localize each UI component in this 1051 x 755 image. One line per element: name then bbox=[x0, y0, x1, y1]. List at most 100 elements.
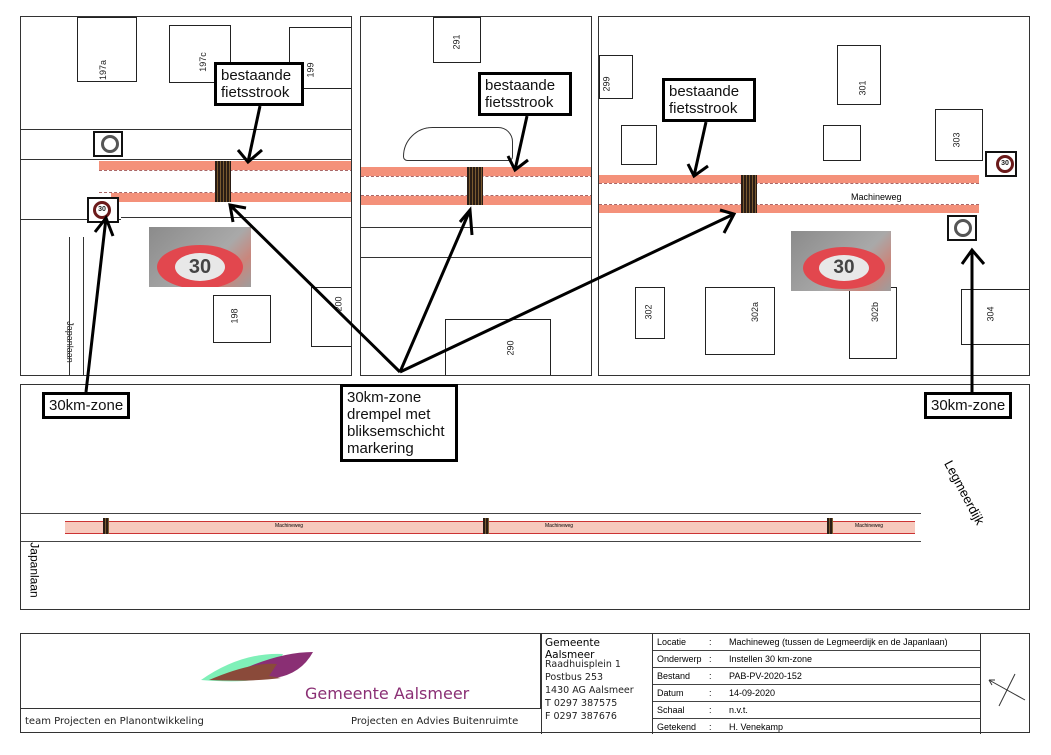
house-number: 299 bbox=[601, 76, 612, 92]
callout-line: markering bbox=[347, 440, 414, 457]
address-line: T 0297 387575 bbox=[545, 698, 618, 709]
street-name-legmeerdijk: Legmeerdijk bbox=[941, 457, 988, 528]
field-value: PAB-PV-2020-152 bbox=[729, 671, 802, 681]
marking-number: 30 bbox=[819, 255, 869, 281]
title-block: Gemeente Aalsmeer team Projecten en Plan… bbox=[20, 633, 1030, 734]
building bbox=[621, 125, 657, 165]
house-number: 303 bbox=[951, 132, 962, 148]
speed-sign-icon bbox=[101, 135, 119, 153]
field-label: Datum bbox=[657, 688, 684, 698]
field-sep: : bbox=[709, 705, 712, 715]
detail-panel-legmeerdijk: 299 301 303 Machineweg 30 30 302 302a 30… bbox=[598, 16, 1030, 376]
speed-bump bbox=[103, 518, 109, 534]
field-sep: : bbox=[709, 671, 712, 681]
building bbox=[823, 125, 861, 161]
address-lines: Raadhuisplein 1 Postbus 253 1430 AG Aals… bbox=[545, 658, 634, 723]
callout-fietsstrook-mid: bestaande fietsstrook bbox=[478, 72, 572, 116]
field-sep: : bbox=[709, 688, 712, 698]
callout-line: 30km-zone bbox=[347, 389, 422, 406]
building bbox=[77, 17, 137, 82]
field-value: Instellen 30 km-zone bbox=[729, 654, 813, 664]
speed-marking-photo: 30 bbox=[791, 231, 891, 291]
address-line: Raadhuisplein 1 bbox=[545, 659, 621, 670]
bike-lane-south bbox=[599, 205, 979, 213]
speed-sign-icon: 30 bbox=[93, 201, 111, 219]
house-number: 200 bbox=[333, 296, 344, 312]
sidewalk-line bbox=[21, 541, 921, 542]
field-label: Onderwerp bbox=[657, 654, 702, 664]
address-line: 1430 AG Aalsmeer bbox=[545, 685, 634, 696]
speed-bump bbox=[741, 175, 757, 213]
speed-bump bbox=[467, 167, 483, 205]
document-fields: Locatie: Machineweg (tussen de Legmeerdij… bbox=[653, 634, 981, 734]
address-line: Postbus 253 bbox=[545, 672, 604, 683]
callout-drempel: 30km-zone drempel met bliksemschicht mar… bbox=[340, 384, 458, 462]
house-number: 197c bbox=[197, 52, 208, 72]
sidewalk-line bbox=[361, 257, 591, 258]
building bbox=[311, 287, 351, 347]
field-value: n.v.t. bbox=[729, 705, 748, 715]
speed-sign-icon bbox=[954, 219, 972, 237]
north-arrow-icon bbox=[988, 673, 1026, 707]
street-name-machineweg: Machineweg bbox=[275, 523, 304, 529]
department-name: Projecten en Advies Buitenruimte bbox=[351, 716, 519, 727]
field-row-schaal: Schaal:n.v.t. bbox=[653, 702, 980, 719]
street-name-machineweg: Machineweg bbox=[851, 192, 902, 202]
overview-road bbox=[65, 521, 915, 534]
marking-number: 30 bbox=[175, 253, 225, 281]
sidewalk-line bbox=[21, 129, 351, 130]
logo-text: Gemeente Aalsmeer bbox=[305, 684, 470, 703]
field-label: Getekend bbox=[657, 722, 697, 732]
sidewalk-line bbox=[21, 159, 351, 160]
sidewalk-line bbox=[21, 513, 921, 514]
field-label: Bestand bbox=[657, 671, 691, 681]
sidewalk-line bbox=[121, 217, 351, 218]
house-number: 302 bbox=[643, 304, 654, 320]
bike-lane-south bbox=[111, 193, 351, 202]
field-label: Locatie bbox=[657, 637, 687, 647]
gemeente-logo-icon bbox=[201, 652, 313, 682]
team-name: team Projecten en Planontwikkeling bbox=[25, 716, 204, 727]
house-number: 302a bbox=[750, 301, 761, 323]
road-edge bbox=[83, 237, 84, 375]
building bbox=[445, 319, 551, 375]
field-value: Machineweg (tussen de Legmeerdijk en de … bbox=[729, 637, 948, 647]
org-address-block: Gemeente Aalsmeer Raadhuisplein 1 Postbu… bbox=[541, 634, 653, 734]
house-number: 291 bbox=[451, 34, 462, 50]
house-number: 198 bbox=[229, 308, 240, 324]
field-sep: : bbox=[709, 637, 712, 647]
callout-fietsstrook-right: bestaande fietsstrook bbox=[662, 78, 756, 122]
field-row-bestand: Bestand: PAB-PV-2020-152 bbox=[653, 668, 980, 685]
callout-line: drempel met bbox=[347, 406, 431, 423]
field-value: H. Venekamp bbox=[729, 722, 784, 732]
building bbox=[849, 287, 897, 359]
speed-marking-photo: 30 bbox=[149, 227, 251, 287]
detail-panel-middle: 291 290 bbox=[360, 16, 592, 376]
building bbox=[837, 45, 881, 105]
bike-lane-north bbox=[599, 175, 979, 183]
overview-map: Machineweg Machineweg Machineweg Japanla… bbox=[20, 384, 1030, 610]
building bbox=[705, 287, 775, 355]
house-number: 197a bbox=[98, 59, 109, 81]
end-30-zone-sign bbox=[947, 215, 977, 241]
org-name: Gemeente Aalsmeer bbox=[545, 637, 600, 661]
field-value: 14-09-2020 bbox=[729, 688, 776, 698]
house-number: 301 bbox=[857, 80, 868, 96]
building bbox=[599, 55, 633, 99]
building bbox=[935, 109, 983, 161]
house-number: 302b bbox=[870, 301, 881, 323]
traffic-island bbox=[403, 127, 513, 161]
callout-30km-zone-left: 30km-zone bbox=[42, 392, 131, 419]
sidewalk-line bbox=[361, 227, 591, 228]
carriageway bbox=[599, 183, 979, 205]
house-number: 199 bbox=[305, 62, 316, 78]
street-name-machineweg: Machineweg bbox=[545, 523, 574, 529]
house-number: 304 bbox=[985, 306, 996, 322]
field-sep: : bbox=[709, 722, 712, 732]
speed-bump bbox=[483, 518, 489, 534]
callout-fietsstrook-left: bestaande fietsstrook bbox=[214, 62, 304, 106]
field-row-onderwerp: Onderwerp:Instellen 30 km-zone bbox=[653, 651, 980, 668]
start-30-zone-sign: 30 bbox=[87, 197, 119, 223]
field-row-datum: Datum: 14-09-2020 bbox=[653, 685, 980, 702]
house-number: 290 bbox=[505, 340, 516, 356]
